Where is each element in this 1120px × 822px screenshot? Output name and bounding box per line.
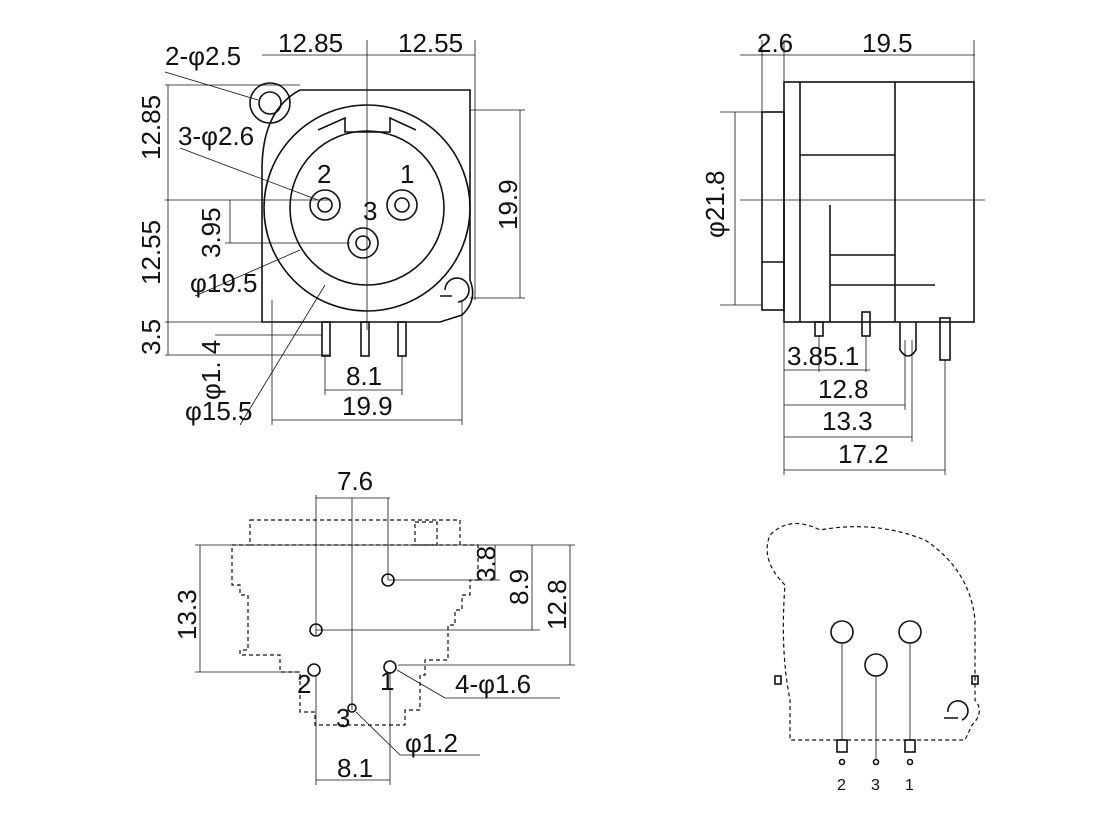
dim-12-8-fp-label: 12.8 xyxy=(542,579,572,630)
rear-pin-2 xyxy=(830,620,854,644)
rear-solder-2 xyxy=(836,739,848,753)
width-total-label: 19.9 xyxy=(342,391,393,421)
pin2-label: 2 xyxy=(317,159,331,189)
pin-spacing-label: 8.1 xyxy=(346,361,382,391)
pin-hole-2 xyxy=(309,189,341,221)
pin1-label: 1 xyxy=(400,159,414,189)
fp-pin2-label: 2 xyxy=(297,669,311,699)
rear-latch-icon xyxy=(944,700,969,721)
height-13-3-label: 13.3 xyxy=(172,589,202,640)
holes-label: 4-φ1.6 xyxy=(455,669,531,699)
pin-offset-label: 3.95 xyxy=(196,207,226,258)
pin-holes-label: 3-φ2.6 xyxy=(178,121,254,151)
pcb-footprint-view: 7.6 3.8 8.9 12.8 13.3 2 1 3 4-φ1.6 φ1.2 … xyxy=(172,466,575,785)
key-notch xyxy=(317,116,417,133)
width-right-label: 12.55 xyxy=(398,28,463,58)
side-pin-c xyxy=(939,317,951,361)
rear-tab-left xyxy=(774,675,782,685)
rear-pin2-label: 2 xyxy=(837,777,846,794)
rear-pin3-label: 3 xyxy=(871,777,880,794)
rear-pin-3 xyxy=(864,653,888,677)
rear-pin1-label: 1 xyxy=(905,777,914,794)
width-left-label: 12.85 xyxy=(278,28,343,58)
rear-dot-2 xyxy=(838,758,846,766)
rear-dot-1 xyxy=(906,758,914,766)
dim-17-2-label: 17.2 xyxy=(838,439,889,469)
footprint-dimension-lines xyxy=(195,495,575,785)
solder-pin-3 xyxy=(360,321,370,357)
pin-3 xyxy=(355,235,371,251)
rear-solder-1 xyxy=(904,739,916,753)
latch-outline xyxy=(414,521,438,546)
depth-label: 19.5 xyxy=(862,28,913,58)
dim-3-8-label: 3.8 xyxy=(471,546,501,582)
spacing-8-1-label: 8.1 xyxy=(337,753,373,783)
pin-dia-label: φ1. 4 xyxy=(196,340,226,400)
dim-8-9-label: 8.9 xyxy=(504,569,534,605)
inner-dia-label: φ15.5 xyxy=(185,396,252,426)
flange xyxy=(761,111,785,311)
side-view: 2.6 19.5 φ21.8 3.85.1 12.8 13.3 17.2 xyxy=(700,28,985,475)
side-body xyxy=(783,81,975,323)
pin-pos-label: 3.85.1 xyxy=(787,341,859,371)
front-dimension-lines xyxy=(164,40,525,426)
rear-dot-3 xyxy=(872,758,880,766)
front-body-outline xyxy=(261,89,474,323)
pin-2 xyxy=(317,197,333,213)
height-lower-label: 12.55 xyxy=(136,220,166,285)
dim-12-8-label: 12.8 xyxy=(818,374,869,404)
latch-icon xyxy=(440,277,470,303)
height-total-label: 19.9 xyxy=(493,179,523,230)
mount-holes-label: 2-φ2.5 xyxy=(165,41,241,71)
offset-7-6-label: 7.6 xyxy=(337,466,373,496)
dim-13-3-label: 13.3 xyxy=(822,406,873,436)
rear-view: 2 3 1 xyxy=(766,523,980,794)
base-height-label: 3.5 xyxy=(136,319,166,355)
side-latch xyxy=(899,322,917,357)
fp-pin3-label: 3 xyxy=(336,703,350,733)
front-view: 2-φ2.5 12.85 12.55 12.85 3-φ2.6 2 1 3 19… xyxy=(136,28,525,426)
height-top-label: 12.85 xyxy=(136,95,166,160)
rear-outline xyxy=(766,523,980,741)
mount-hole-top xyxy=(258,91,282,115)
hole-pin2 xyxy=(307,663,321,677)
mount-ear-top xyxy=(249,82,291,124)
rear-tab-right xyxy=(971,675,979,685)
pin-1 xyxy=(394,197,410,213)
pin-hole-3 xyxy=(347,227,379,259)
pin3-label: 3 xyxy=(363,196,377,226)
small-hole-label: φ1.2 xyxy=(405,728,458,758)
rear-pin-1 xyxy=(898,620,922,644)
solder-pin-2 xyxy=(321,321,331,357)
side-pin-a xyxy=(814,321,824,337)
footprint-outline xyxy=(231,519,479,726)
solder-pin-1 xyxy=(397,321,407,357)
outer-dia-label: φ19.5 xyxy=(190,268,257,298)
pin-hole-1 xyxy=(386,189,418,221)
fp-pin1-label: 1 xyxy=(380,666,394,696)
side-dimension-lines xyxy=(720,40,975,475)
flange-label: 2.6 xyxy=(757,28,793,58)
side-pin-b xyxy=(861,311,871,337)
diameter-label: φ21.8 xyxy=(700,171,730,238)
